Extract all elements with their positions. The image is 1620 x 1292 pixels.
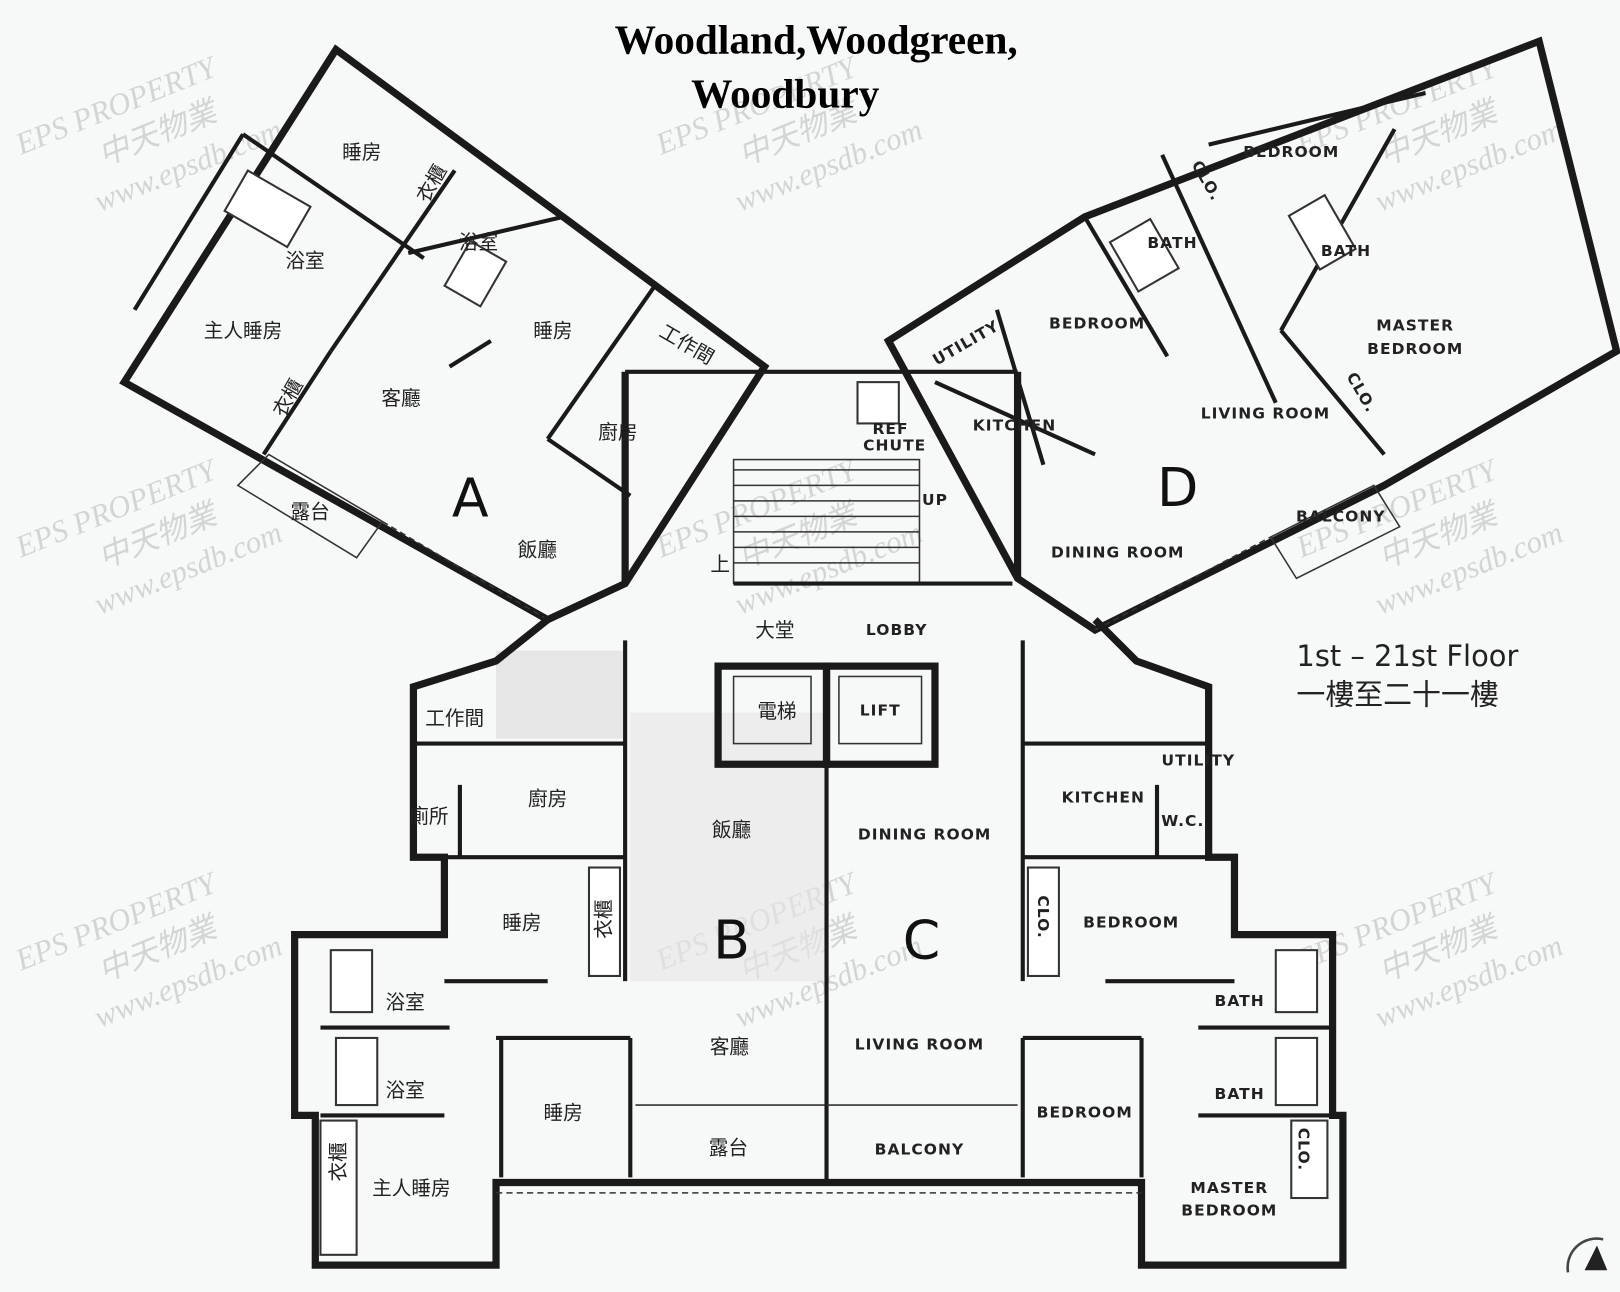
- room-label: 睡房: [544, 1102, 583, 1125]
- room-label: W.C.: [1161, 812, 1204, 830]
- unit-label-a: A: [452, 466, 489, 529]
- refuse-chute-label: CHUTE: [863, 436, 926, 454]
- room-label: LIVING ROOM: [1201, 404, 1330, 422]
- room-label: 衣櫃: [327, 1142, 350, 1181]
- room-label: 主人睡房: [204, 320, 282, 343]
- room-label: 飯廳: [712, 819, 751, 842]
- room-label: CLO.: [1295, 1128, 1313, 1172]
- lobby-label-zh: 大堂: [755, 619, 794, 642]
- unit-label-c: C: [903, 908, 941, 971]
- room-label: DINING ROOM: [1051, 544, 1184, 562]
- core-walls: [621, 369, 1022, 768]
- room-label: BATH: [1215, 992, 1265, 1010]
- unit-a-labels: 睡房 衣櫃 浴室 浴室 主人睡房 睡房 工作間 衣櫃 客廳 廚房 露台 飯廳: [204, 141, 718, 562]
- room-label: 睡房: [342, 141, 381, 164]
- room-label: BEDROOM: [1367, 340, 1463, 358]
- room-label: MASTER: [1376, 316, 1454, 334]
- room-label: 飯廳: [518, 539, 557, 562]
- stair-up-label: UP: [922, 491, 948, 509]
- title-line-1: Woodland,Woodgreen,: [615, 17, 1018, 63]
- lift-label-zh: 電梯: [757, 700, 796, 723]
- room-label: 浴室: [285, 249, 324, 272]
- floor-range-zh: 一樓至二十一樓: [1296, 677, 1498, 711]
- floor-range-en: 1st – 21st Floor: [1296, 639, 1518, 673]
- room-label: LIVING ROOM: [855, 1035, 984, 1053]
- room-label: BEDROOM: [1037, 1103, 1133, 1121]
- room-label: BALCONY: [1296, 508, 1386, 526]
- room-label: BEDROOM: [1243, 143, 1339, 161]
- room-label: 浴室: [386, 1079, 425, 1102]
- room-label: UTILITY: [930, 317, 1003, 369]
- unit-b-walls: [291, 616, 827, 1269]
- room-label: 主人睡房: [372, 1177, 450, 1200]
- room-label: BEDROOM: [1049, 314, 1145, 332]
- unit-d-labels: BEDROOM CLO. BATH BATH UTILITY BEDROOM M…: [930, 143, 1463, 562]
- room-label: 客廳: [381, 387, 420, 410]
- unit-d-walls: [883, 36, 1620, 635]
- room-label: BATH: [1215, 1085, 1265, 1103]
- room-label: KITCHEN: [973, 417, 1056, 435]
- room-label: 工作間: [425, 707, 484, 730]
- room-label: BATH: [1321, 242, 1371, 260]
- room-label: MASTER: [1190, 1179, 1268, 1197]
- stippled-area: [496, 650, 626, 739]
- room-label: 露台: [709, 1137, 748, 1160]
- room-label: 睡房: [533, 320, 572, 343]
- room-label: CLO.: [1034, 895, 1052, 939]
- room-label: 廚房: [528, 788, 567, 811]
- room-label: 露台: [291, 500, 330, 523]
- stair-up-label-zh: 上: [710, 553, 730, 576]
- refuse-chute-label: REF: [872, 420, 908, 438]
- room-label: KITCHEN: [1062, 788, 1145, 806]
- title-line-2: Woodbury: [691, 70, 880, 116]
- room-label: BEDROOM: [1083, 913, 1179, 931]
- room-label: 睡房: [502, 911, 541, 934]
- unit-c-walls: [824, 617, 1347, 1269]
- north-arrow-icon: [1566, 1237, 1608, 1273]
- room-label: BEDROOM: [1181, 1202, 1277, 1220]
- room-label: 浴室: [386, 991, 425, 1014]
- room-label: 客廳: [710, 1035, 749, 1058]
- room-label: 廁所: [409, 805, 448, 828]
- room-label: UTILITY: [1162, 751, 1236, 769]
- room-label: DINING ROOM: [858, 826, 991, 844]
- unit-c-labels: UTILITY KITCHEN W.C. DINING ROOM CLO. BE…: [855, 751, 1313, 1219]
- unit-label-d: D: [1157, 456, 1198, 519]
- unit-label-b: B: [713, 908, 750, 971]
- lift-label: LIFT: [860, 702, 901, 720]
- room-label: BALCONY: [875, 1141, 965, 1159]
- room-label: 衣櫃: [593, 900, 616, 939]
- stippled-area: [630, 712, 827, 982]
- room-label: BATH: [1147, 234, 1197, 252]
- unit-b-labels: 工作間 廚房 廁所 飯廳 睡房 衣櫃 浴室 客廳 浴室 睡房 露台 衣櫃 主人睡…: [327, 707, 751, 1200]
- core-labels: REF CHUTE UP 上 大堂 LOBBY 電梯 LIFT: [710, 420, 948, 723]
- lobby-label: LOBBY: [866, 621, 928, 639]
- room-label: 廚房: [598, 421, 637, 444]
- room-label: 浴室: [459, 231, 498, 254]
